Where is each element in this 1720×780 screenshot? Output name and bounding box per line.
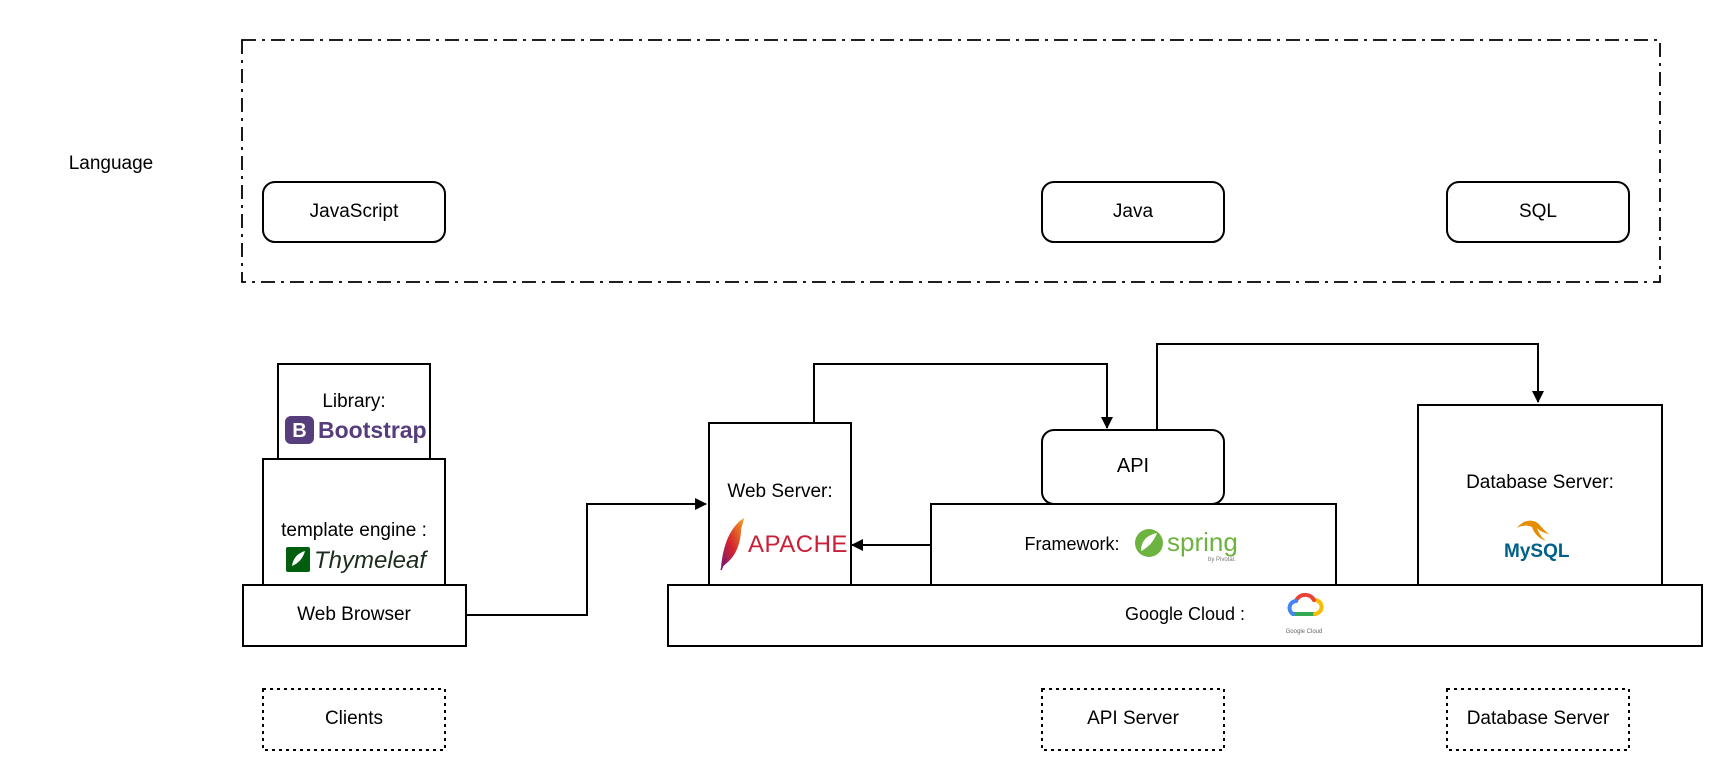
database-server-group[interactable]: Database Server [1446, 688, 1630, 751]
bootstrap-logo: B Bootstrap [285, 416, 427, 444]
language-sql[interactable]: SQL [1446, 181, 1630, 243]
language-group-border [241, 39, 1661, 283]
framework-box[interactable]: Framework: spring by Pivotal. [930, 503, 1337, 586]
clients-stack: Library: B Bootstrap template engine : T… [242, 363, 467, 647]
apache-logo-text: APACHE [748, 531, 848, 558]
library-label: Library: [322, 391, 385, 412]
spring-logo: spring by Pivotal. [1135, 527, 1238, 563]
google-cloud-icon [1287, 592, 1324, 616]
web-server-label: Web Server: [727, 481, 832, 502]
bootstrap-icon [285, 416, 314, 444]
database-server-group-label: Database Server [1467, 708, 1610, 729]
api-box[interactable]: API [1041, 429, 1225, 505]
library-box[interactable]: Library: B Bootstrap [277, 363, 431, 460]
database-server-label: Database Server: [1466, 472, 1614, 493]
database-server-box[interactable]: Database Server: MySQL [1417, 404, 1663, 586]
api-server-stack: Web Server: APACHE API Framework: spring… [667, 422, 1703, 647]
language-sql-label: SQL [1519, 201, 1557, 222]
thymeleaf-logo-text: Thymeleaf [314, 547, 428, 574]
connectors [466, 343, 1544, 616]
clients-group[interactable]: Clients [262, 688, 446, 751]
template-engine-label: template engine : [281, 520, 427, 541]
mysql-logo: MySQL [1504, 520, 1570, 562]
mysql-logo-text: MySQL [1504, 541, 1570, 562]
mysql-dolphin-icon [1517, 520, 1549, 541]
bootstrap-logo-text: Bootstrap [318, 417, 427, 443]
language-group: Language JavaScript Java SQL [69, 39, 1661, 283]
webserver-to-api-arrow [813, 363, 1113, 429]
web-server-box[interactable]: Web Server: APACHE [708, 422, 852, 586]
apache-logo: APACHE [720, 518, 848, 571]
google-cloud-label: Google Cloud : [1125, 604, 1245, 624]
language-java-label: Java [1113, 201, 1154, 222]
api-label: API [1117, 455, 1149, 477]
svg-text:B: B [292, 420, 306, 442]
web-browser-box[interactable]: Web Browser [242, 584, 467, 647]
google-cloud-logo: Google Cloud [1286, 592, 1324, 635]
apache-feather-icon [721, 518, 744, 568]
thymeleaf-logo: Thymeleaf [286, 547, 428, 574]
language-label: Language [69, 153, 154, 174]
api-server-group[interactable]: API Server [1041, 688, 1225, 751]
spring-logo-text: spring [1167, 527, 1238, 557]
web-browser-label: Web Browser [297, 604, 411, 625]
language-javascript-label: JavaScript [310, 201, 399, 222]
template-engine-box[interactable]: template engine : Thymeleaf [262, 458, 446, 586]
google-cloud-box[interactable]: Google Cloud : Google Cloud [667, 584, 1703, 647]
api-to-database-arrow [1156, 343, 1544, 430]
language-javascript[interactable]: JavaScript [262, 181, 446, 243]
api-server-group-label: API Server [1087, 708, 1180, 729]
google-cloud-logo-text: Google Cloud [1286, 629, 1323, 635]
clients-group-label: Clients [325, 708, 383, 729]
framework-label: Framework: [1024, 534, 1119, 554]
browser-to-webserver-arrow [466, 498, 707, 616]
language-java[interactable]: Java [1041, 181, 1225, 243]
spring-sub-text: by Pivotal. [1208, 557, 1236, 563]
